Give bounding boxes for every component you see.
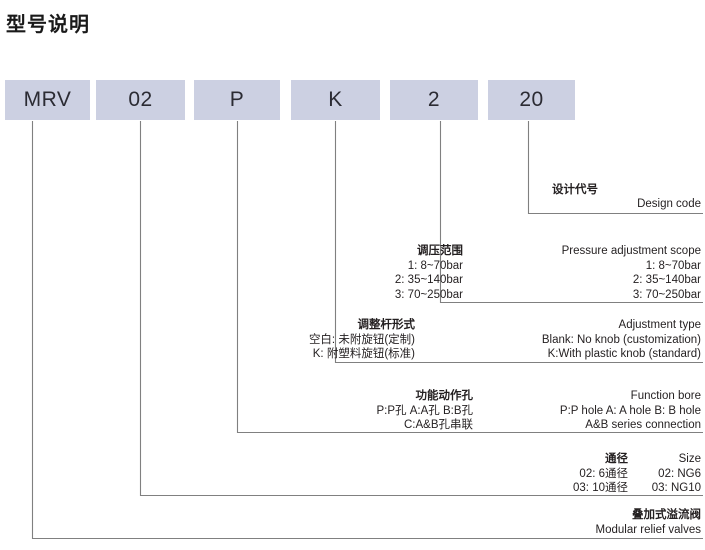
adjustment-type-cn-line: K: 附塑料旋钮(标准): [312, 348, 415, 360]
adjustment-type-en: Adjustment type Blank: No knob (customiz…: [542, 318, 701, 362]
label-row-size: 通径 02: 6通径 03: 10通径 Size 02: NG6 03: NG1…: [0, 452, 705, 497]
code-box-label: 02: [128, 88, 153, 111]
design-code-cn: 设计代号: [552, 183, 598, 198]
label-row-function-bore: 功能动作孔 P:P孔 A:A孔 B:B孔 C:A&B孔串联 Function b…: [0, 389, 705, 434]
pressure-scope-cn: 调压范围 1: 8~70bar 2: 35~140bar 3: 70~250ba…: [395, 244, 463, 302]
adjustment-type-cn: 调整杆形式 空白: 未附旋钮(定制) K: 附塑料旋钮(标准): [309, 318, 415, 362]
code-box-label: 20: [519, 88, 544, 111]
function-bore-en-line: A&B series connection: [585, 419, 701, 431]
product-cn: 叠加式溢流阀: [632, 508, 701, 523]
code-box-design-code: 20: [488, 80, 575, 120]
size-en-line: 03: NG10: [651, 482, 701, 494]
function-bore-cn-line: P:P孔 A:A孔 B:B孔: [376, 404, 474, 417]
pressure-scope-cn-line: 2: 35~140bar: [394, 274, 463, 286]
label-row-product: 叠加式溢流阀 Modular relief valves: [0, 508, 705, 540]
pressure-scope-en: Pressure adjustment scope 1: 8~70bar 2: …: [562, 244, 701, 302]
size-cn-title: 通径: [605, 453, 628, 465]
label-row-pressure-scope: 调压范围 1: 8~70bar 2: 35~140bar 3: 70~250ba…: [0, 244, 705, 304]
code-box-function-bore: P: [194, 80, 280, 120]
design-code-en-title: Design code: [637, 198, 701, 210]
size-cn-line: 03: 10通径: [573, 482, 628, 494]
product-cn-title: 叠加式溢流阀: [632, 509, 701, 521]
pressure-scope-en-line: 2: 35~140bar: [632, 274, 701, 286]
code-box-size: 02: [96, 80, 185, 120]
code-box-adjustment-type: K: [291, 80, 380, 120]
code-box-label: K: [328, 88, 343, 111]
design-code-cn-title: 设计代号: [552, 184, 598, 196]
product-en: Modular relief valves: [596, 523, 701, 538]
adjustment-type-cn-line: 空白: 未附旋钮(定制): [308, 333, 415, 346]
size-en-title: Size: [678, 453, 701, 465]
adjustment-type-en-line: K:With plastic knob (standard): [547, 348, 701, 360]
pressure-scope-en-title: Pressure adjustment scope: [561, 245, 701, 257]
size-en: Size 02: NG6 03: NG10: [652, 452, 701, 496]
code-box-label: P: [229, 88, 245, 111]
size-cn: 通径 02: 6通径 03: 10通径: [573, 452, 628, 496]
function-bore-en: Function bore P:P hole A: A hole B: B ho…: [560, 389, 701, 433]
pressure-scope-cn-line: 1: 8~70bar: [407, 259, 463, 272]
function-bore-cn-title: 功能动作孔: [415, 390, 474, 402]
adjustment-type-en-title: Adjustment type: [618, 319, 701, 331]
pressure-scope-en-line: 1: 8~70bar: [645, 259, 701, 272]
label-row-design-code: 设计代号 Design code: [0, 183, 705, 213]
size-en-line: 02: NG6: [658, 467, 701, 480]
function-bore-cn-line: C:A&B孔串联: [403, 419, 473, 431]
size-cn-line: 02: 6通径: [579, 467, 628, 480]
code-box-label: 2: [427, 88, 441, 111]
pressure-scope-cn-title: 调压范围: [417, 245, 463, 257]
pressure-scope-cn-line: 3: 70~250bar: [394, 288, 463, 301]
adjustment-type-cn-title: 调整杆形式: [357, 319, 416, 331]
function-bore-cn: 功能动作孔 P:P孔 A:A孔 B:B孔 C:A&B孔串联: [377, 389, 474, 433]
function-bore-en-line: P:P hole A: A hole B: B hole: [559, 404, 701, 417]
design-code-en: Design code: [637, 197, 701, 212]
code-box-pressure-scope: 2: [390, 80, 478, 120]
function-bore-en-title: Function bore: [630, 390, 701, 402]
product-en-title: Modular relief valves: [595, 524, 701, 536]
page-title: 型号说明: [6, 14, 90, 36]
code-box-mrv: MRV: [5, 80, 90, 120]
label-row-adjustment-type: 调整杆形式 空白: 未附旋钮(定制) K: 附塑料旋钮(标准) Adjustme…: [0, 318, 705, 363]
pressure-scope-en-line: 3: 70~250bar: [632, 288, 701, 301]
adjustment-type-en-line: Blank: No knob (customization): [541, 333, 701, 346]
code-box-label: MRV: [23, 88, 72, 111]
